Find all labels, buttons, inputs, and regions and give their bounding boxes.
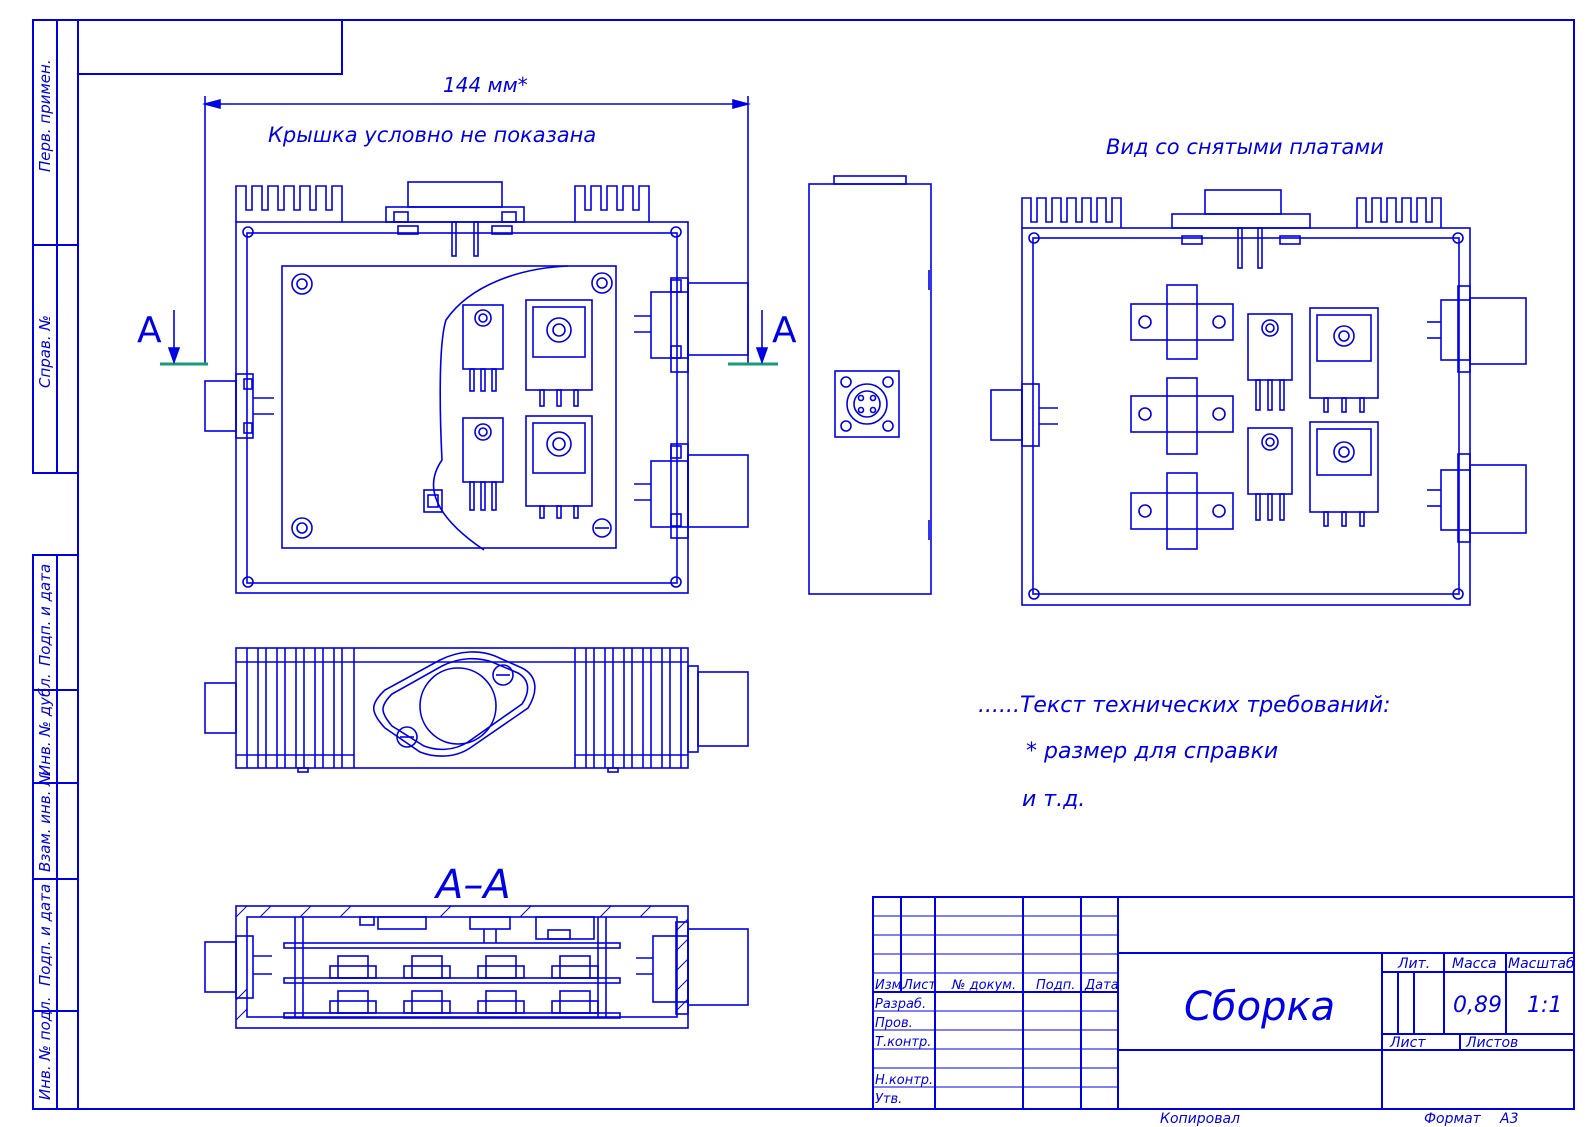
front-view — [201, 96, 752, 594]
col-data: Дата — [1084, 978, 1119, 993]
title-block-text: Изм. Лист № докум. Подп. Дата Разраб. Пр… — [875, 956, 1575, 1127]
section-a-a — [204, 905, 749, 1029]
label-perv-primen: Перв. примен. — [36, 59, 54, 172]
row-tkontr: Т.контр. — [875, 1035, 931, 1050]
section-letter-left: А — [137, 310, 162, 351]
label-inv-podl: Инв. № подл. — [36, 997, 54, 1100]
format-value: А3 — [1499, 1111, 1518, 1127]
list-label: Лист — [1389, 1035, 1426, 1051]
col-podp: Подп. — [1036, 978, 1075, 993]
format-label: Формат — [1424, 1111, 1482, 1127]
boards-removed-view — [990, 189, 1527, 606]
col-izm: Изм. — [875, 978, 906, 993]
title-block-grid — [873, 897, 1118, 1109]
masshtab-value: 1:1 — [1527, 993, 1562, 1018]
front-view-text: 144 мм* Крышка условно не показана А А — [137, 73, 797, 351]
label-vzam-inv: Взам. инв. № — [36, 770, 54, 872]
row-nkontr: Н.контр. — [875, 1073, 933, 1088]
tech-req-line-3: и т.д. — [1022, 787, 1085, 812]
section-title-a-a: А–А — [433, 862, 511, 908]
title-block — [872, 896, 1575, 1110]
tech-requirements: ......Текст технических требований: * ра… — [978, 693, 1391, 812]
drawing-name: Сборка — [1184, 984, 1335, 1030]
side-strip-labels: Перв. примен. Справ. № Подп. и дата Инв.… — [36, 59, 54, 1100]
hdr-masshtab: Масштаб — [1508, 956, 1575, 972]
tech-req-line-1: ......Текст технических требований: — [978, 693, 1391, 718]
top-view — [204, 647, 749, 773]
col-list: Лист — [902, 978, 936, 993]
hdr-lit: Лит. — [1397, 956, 1430, 972]
label-sprav-no: Справ. № — [36, 315, 54, 388]
massa-value: 0,89 — [1453, 993, 1502, 1018]
listov-label: Листов — [1465, 1035, 1518, 1051]
label-podp-data-2: Подп. и дата — [36, 884, 54, 986]
sheet-frame — [32, 19, 1575, 1110]
side-view — [808, 175, 932, 595]
tech-req-line-2: * размер для справки — [1026, 739, 1278, 764]
row-prov: Пров. — [875, 1016, 913, 1031]
row-utv: Утв. — [875, 1092, 902, 1107]
dimension-144mm: 144 мм* — [443, 73, 528, 97]
label-inv-dubl: Инв. № дубл. — [36, 673, 54, 776]
hdr-massa: Масса — [1452, 956, 1497, 972]
row-razrab: Разраб. — [875, 997, 926, 1012]
kopiroval-label: Копировал — [1160, 1111, 1240, 1127]
section-letter-right: А — [772, 310, 797, 351]
label-podp-data-1: Подп. и дата — [36, 564, 54, 666]
section-marks — [160, 310, 778, 366]
col-doc: № докум. — [951, 978, 1016, 993]
note-cover-not-shown: Крышка условно не показана — [268, 123, 596, 147]
note-boards-removed: Вид со снятыми платами — [1106, 135, 1384, 159]
